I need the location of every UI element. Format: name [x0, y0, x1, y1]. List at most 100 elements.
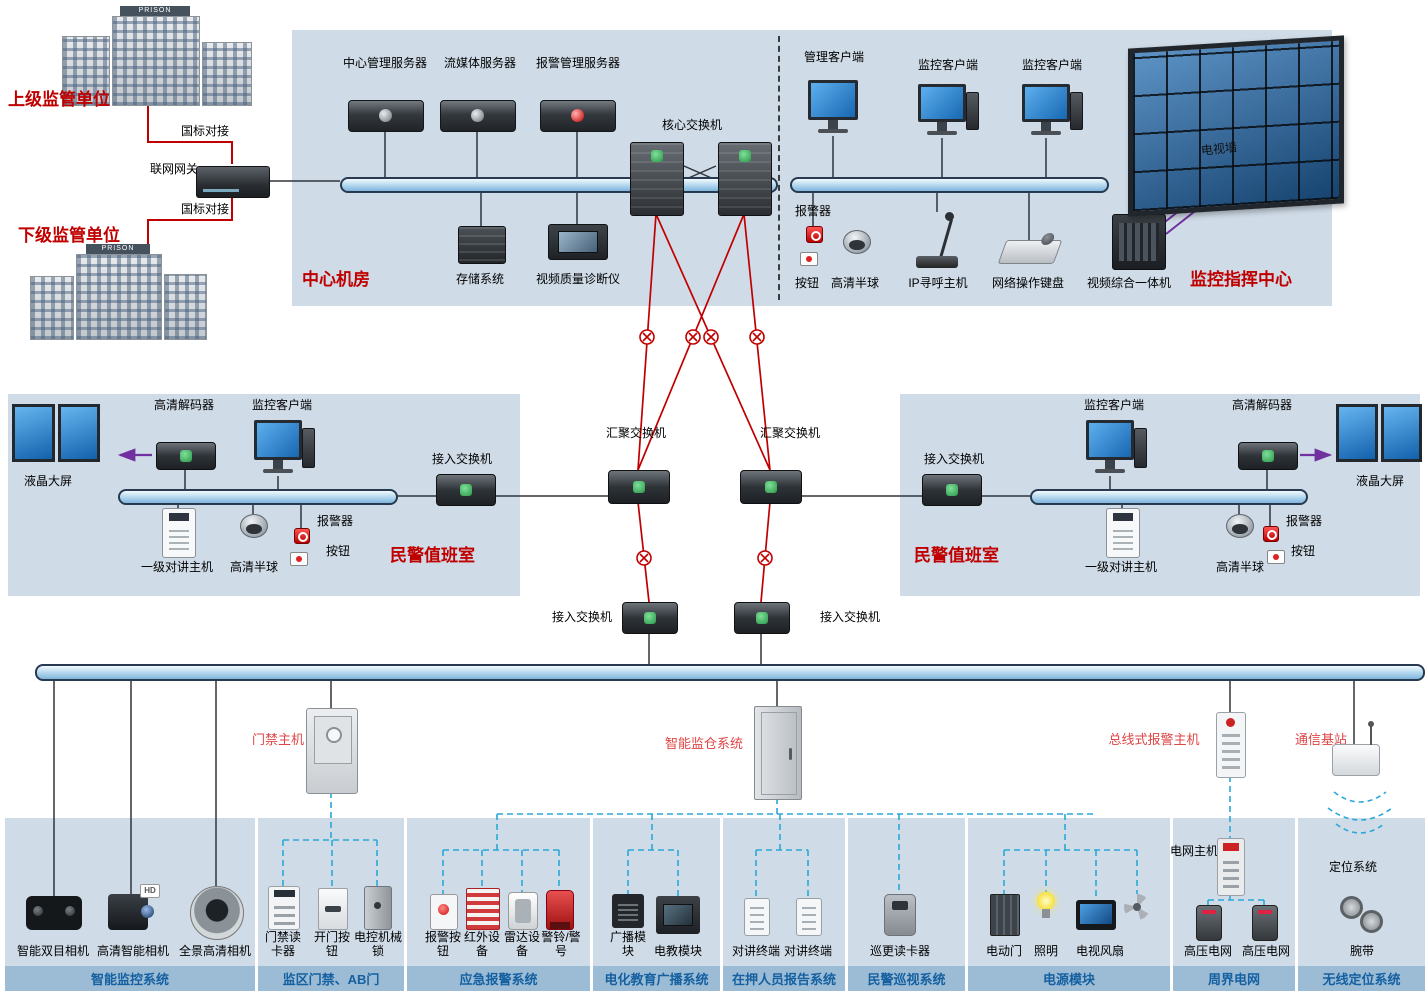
tv-icon	[1076, 900, 1116, 930]
agg-switch-icon-left	[608, 470, 670, 504]
label-alarm-right: 报警器	[1285, 514, 1322, 528]
label-client-right: 监控客户端	[1083, 398, 1144, 412]
label-button-right: 按钮	[1290, 544, 1315, 558]
footer-emergency-alarm: 应急报警系统	[407, 966, 590, 991]
high-voltage-icon-2	[1252, 905, 1278, 941]
pc-tower-icon	[302, 428, 315, 468]
label-intercom-terminal-2: 对讲终端	[783, 944, 832, 958]
fan-icon	[1124, 894, 1150, 920]
video-matrix-icon	[1112, 214, 1166, 270]
smart-cell-cabinet-icon	[754, 706, 802, 800]
label-binocular-camera: 智能双目相机	[16, 944, 89, 958]
access-switch-icon-left	[436, 474, 496, 506]
door-open-button-icon	[318, 888, 348, 930]
label-patrol-reader: 巡更读卡器	[869, 944, 930, 958]
pc-tower-icon	[1134, 428, 1147, 468]
label-lcd-left: 液晶大屏	[23, 474, 72, 488]
label-button-left: 按钮	[325, 544, 350, 558]
binocular-camera-icon	[26, 896, 82, 930]
dome-camera-icon-left	[240, 514, 268, 538]
label-alarm-left: 报警器	[316, 514, 353, 528]
center-room-bus	[340, 177, 778, 193]
label-comm-base: 通信基站	[1294, 732, 1347, 747]
label-door-host: 门禁主机	[251, 732, 304, 747]
label-intercom-right: 一级对讲主机	[1084, 560, 1157, 574]
label-client-mon1: 监控客户端	[917, 58, 978, 72]
electric-lock-icon	[364, 886, 392, 930]
label-agg-switch-left: 汇聚交换机	[605, 426, 666, 440]
media-server-icon	[440, 100, 516, 132]
label-ip-paging: IP寻呼主机	[908, 276, 968, 290]
lcd-wall-icon-right	[1336, 404, 1422, 462]
label-lighting: 照明	[1033, 944, 1058, 958]
building-sign: PRISON	[120, 6, 190, 16]
access-switch-icon-mid-left	[622, 602, 678, 634]
grid-host-icon	[1217, 838, 1245, 896]
label-access-switch-mid-right: 接入交换机	[819, 610, 880, 624]
storage-icon	[458, 226, 506, 264]
monitor-client-icon-2	[1022, 84, 1070, 138]
label-client-mon2: 监控客户端	[1021, 58, 1082, 72]
electric-gate-icon	[990, 894, 1020, 936]
access-switch-icon-mid-right	[734, 602, 790, 634]
label-client-mgmt: 管理客户端	[803, 50, 864, 64]
label-broadcast-module: 广播模块	[609, 930, 646, 959]
label-panoramic-camera: 全景高清相机	[178, 944, 251, 958]
patrol-reader-icon	[884, 894, 916, 936]
label-agg-switch-right: 汇聚交换机	[759, 426, 820, 440]
panel-divider	[778, 36, 780, 300]
decoder-icon-left	[156, 442, 216, 470]
building-sign: PRISON	[86, 244, 150, 254]
label-intercom-left: 一级对讲主机	[140, 560, 213, 574]
label-siren: 警铃/警号	[541, 930, 581, 959]
label-tv-fan: 电视风扇	[1075, 944, 1124, 958]
gateway-icon	[196, 166, 270, 198]
footer-power: 电源模块	[968, 966, 1170, 991]
pc-tower-icon	[966, 92, 979, 130]
label-center-room-title: 中心机房	[302, 270, 370, 289]
panic-button-icon-right	[1267, 550, 1285, 564]
wristband-icon	[1338, 892, 1386, 940]
client-icon-left	[254, 420, 302, 476]
label-alarm-button: 报警按钮	[424, 930, 461, 959]
label-radar-device: 雷达设备	[503, 930, 540, 959]
radar-device-icon	[508, 892, 538, 930]
label-cc-dome: 高清半球	[830, 276, 879, 290]
education-module-icon	[656, 896, 700, 934]
agg-switch-icon-right	[740, 470, 802, 504]
label-core-switch: 核心交换机	[661, 118, 722, 132]
label-cc-button: 按钮	[794, 276, 819, 290]
label-server-mgmt: 中心管理服务器	[342, 56, 427, 70]
label-video-diag: 视频质量诊断仪	[535, 272, 620, 286]
access-switch-icon-right	[922, 474, 982, 506]
footer-perimeter: 周界电网	[1173, 966, 1295, 991]
hd-badge: HD	[140, 884, 160, 898]
label-decoder-left: 高清解码器	[153, 398, 214, 412]
label-gateway: 联网网关	[149, 162, 198, 176]
label-command-center-title: 监控指挥中心	[1190, 270, 1292, 289]
mgmt-client-icon	[808, 80, 858, 136]
bus-alarm-host-icon	[1216, 712, 1246, 778]
label-door-open-button: 开门按钮	[313, 930, 350, 959]
duty-right-bus	[1030, 489, 1308, 505]
panic-button-icon-left	[290, 552, 308, 566]
label-cc-alarm: 报警器	[794, 204, 831, 218]
label-server-alarm: 报警管理服务器	[535, 56, 620, 70]
upper-unit-building-icon: PRISON	[62, 6, 252, 106]
pc-tower-icon	[1070, 92, 1083, 130]
label-access-switch-left: 接入交换机	[431, 452, 492, 466]
label-gb-link-upper: 国标对接	[180, 124, 229, 138]
label-lower-unit: 下级监管单位	[18, 226, 120, 245]
intercom-terminal-icon-1	[744, 898, 770, 936]
label-high-voltage-1: 高压电网	[1183, 944, 1232, 958]
alarm-device-icon	[806, 226, 823, 243]
hd-smart-camera-icon	[108, 894, 154, 930]
footer-patrol: 民警巡视系统	[848, 966, 965, 991]
intercom-host-icon-left	[162, 508, 196, 558]
command-center-bus	[790, 177, 1109, 193]
dome-camera-icon	[843, 230, 871, 254]
core-switch-icon-1	[630, 142, 684, 216]
label-access-switch-right: 接入交换机	[923, 452, 984, 466]
label-positioning-system: 定位系统	[1328, 860, 1377, 874]
label-electric-gate: 电动门	[985, 944, 1022, 958]
